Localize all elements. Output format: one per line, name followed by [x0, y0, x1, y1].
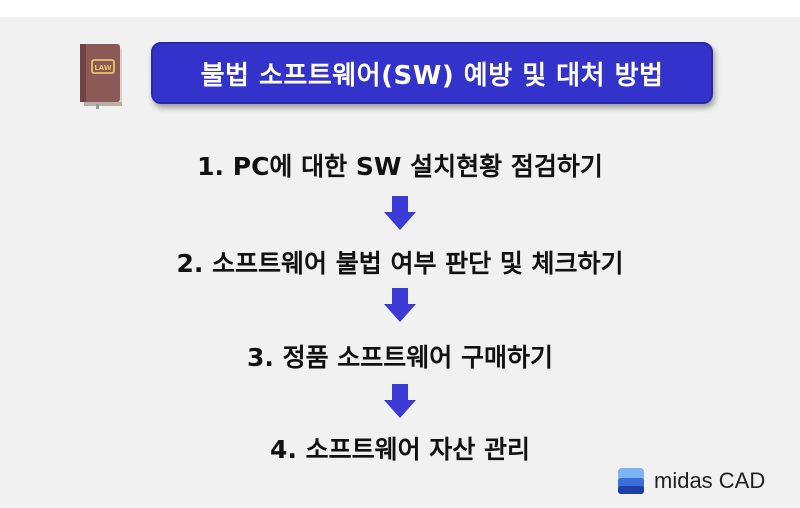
brand-logo: midas CAD: [616, 466, 765, 496]
book-label: LAW: [94, 64, 112, 72]
midas-logo-icon: [618, 468, 644, 494]
step-4: 4. 소프트웨어 자산 관리: [269, 435, 530, 464]
step-2: 2. 소프트웨어 불법 여부 판단 및 체크하기: [176, 249, 624, 278]
title-banner: 불법 소프트웨어(SW) 예방 및 대처 방법: [151, 42, 713, 104]
step-3: 3. 정품 소프트웨어 구매하기: [246, 343, 553, 372]
step-1: 1. PC에 대한 SW 설치현황 점검하기: [197, 152, 603, 181]
law-book-icon: LAW: [80, 44, 122, 109]
down-arrow-icon: [384, 384, 416, 418]
down-arrow-icon: [384, 196, 416, 230]
brand-name: midas CAD: [654, 468, 766, 493]
page-title: 불법 소프트웨어(SW) 예방 및 대처 방법: [200, 60, 664, 91]
down-arrow-icon: [384, 288, 416, 322]
